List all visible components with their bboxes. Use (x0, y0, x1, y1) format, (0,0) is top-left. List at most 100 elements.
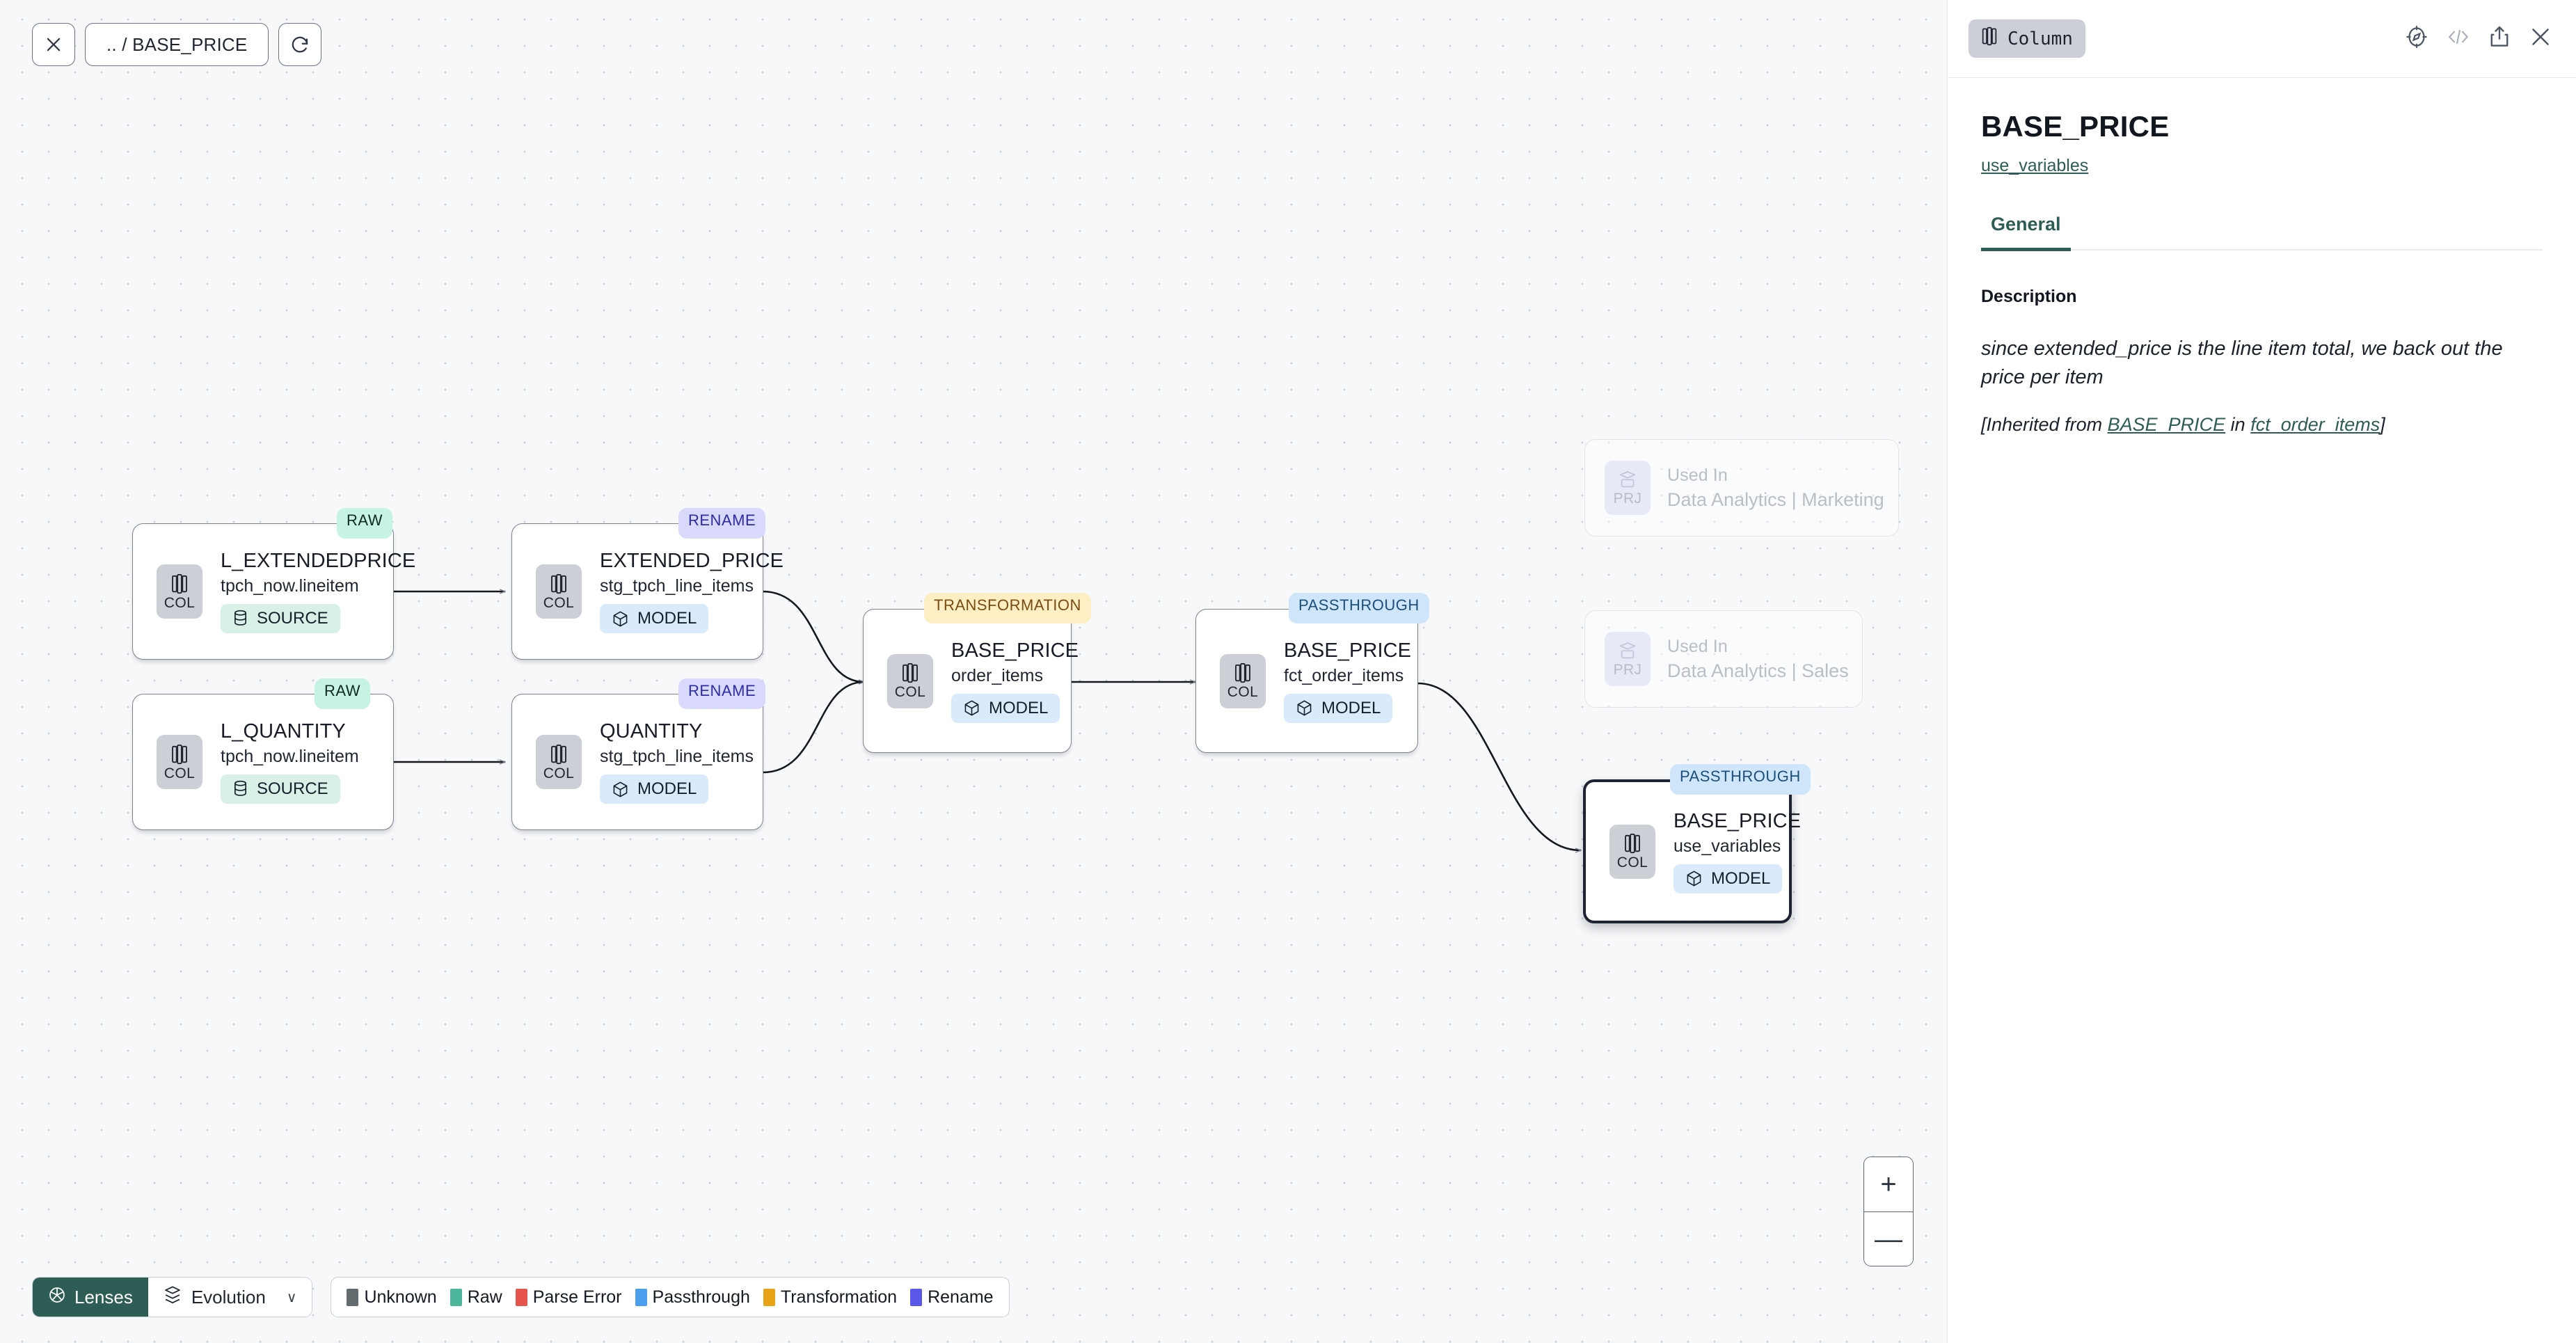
zoom-controls: + — (1863, 1157, 1914, 1266)
materialization-badge: MODEL (1284, 693, 1393, 723)
used-in-label: Used In (1667, 636, 1728, 656)
node-tag-rename-quantity: RENAME (678, 678, 766, 709)
tab-general[interactable]: General (1981, 214, 2071, 251)
project-chip-label: PRJ (1613, 661, 1642, 678)
legend-swatch (515, 1288, 527, 1306)
column-chip-label: COL (543, 594, 575, 611)
entity-kind-badge: Column (1969, 19, 2085, 58)
entity-kind-label: Column (2007, 28, 2073, 49)
node-tag-rename-extended-price: RENAME (678, 508, 766, 539)
materialization-badge: MODEL (951, 693, 1060, 723)
node-subtitle: tpch_now.lineitem (221, 747, 359, 766)
compass-icon[interactable] (2405, 25, 2428, 52)
legend-label: Raw (467, 1287, 502, 1307)
materialization-label: MODEL (1321, 698, 1381, 717)
lineage-node-base-price-fct-order-items[interactable]: COL BASE_PRICE fct_order_items MODEL (1195, 609, 1418, 753)
lenses-button[interactable]: Lenses (33, 1278, 148, 1317)
close-button[interactable] (32, 23, 75, 66)
description-label: Description (1981, 286, 2077, 306)
column-chip: COL (887, 653, 933, 708)
chevron-down-icon: ∨ (286, 1289, 297, 1305)
node-title: QUANTITY (600, 720, 703, 742)
node-subtitle: use_variables (1673, 836, 1781, 856)
details-panel-header: Column (1948, 0, 2576, 78)
inherited-column-link[interactable]: BASE_PRICE (2107, 413, 2226, 435)
legend-label: Unknown (364, 1287, 437, 1307)
lineage-legend: Unknown Raw Parse Error Passthrough Tran… (331, 1277, 1010, 1317)
node-subtitle: stg_tpch_line_items (600, 576, 754, 596)
lineage-node-l-extendedprice[interactable]: COL L_EXTENDEDPRICE tpch_now.lineitem SO… (132, 523, 415, 660)
legend-swatch (635, 1288, 647, 1306)
used-in-name: Data Analytics | Sales (1667, 660, 1849, 681)
node-tag-raw-l-quantity: RAW (315, 678, 371, 709)
layers-icon (164, 1285, 182, 1310)
lineage-canvas[interactable]: .. / BASE_PRICE (0, 0, 1947, 1343)
parent-model-link[interactable]: use_variables (1981, 156, 2089, 175)
column-chip-label: COL (1616, 855, 1648, 871)
aperture-icon (48, 1286, 66, 1309)
zoom-out-button[interactable]: — (1864, 1211, 1913, 1266)
legend-item-unknown: Unknown (347, 1287, 437, 1308)
materialization-label: MODEL (989, 698, 1049, 717)
refresh-button[interactable] (278, 23, 322, 66)
legend-swatch (910, 1288, 923, 1306)
node-title: L_QUANTITY (221, 720, 346, 742)
legend-item-passthrough: Passthrough (635, 1287, 750, 1308)
legend-item-parse-error: Parse Error (515, 1287, 622, 1308)
zoom-in-button[interactable]: + (1864, 1157, 1913, 1211)
materialization-label: MODEL (637, 779, 697, 798)
details-panel-body: BASE_PRICE use_variables General Descrip… (1948, 78, 2576, 436)
refresh-icon (289, 34, 310, 55)
used-in-node-sales[interactable]: PRJ Used In Data Analytics | Sales (1584, 610, 1863, 708)
inherited-middle: in (2225, 413, 2251, 435)
node-title: L_EXTENDEDPRICE (221, 550, 416, 572)
node-tag-raw-l-extendedprice: RAW (337, 508, 393, 539)
legend-swatch (347, 1288, 359, 1306)
node-title: BASE_PRICE (951, 639, 1079, 662)
lenses-label: Lenses (74, 1286, 133, 1308)
node-tag-transformation-order-items: TRANSFORMATION (924, 593, 1091, 623)
legend-label: Passthrough (652, 1287, 750, 1307)
node-subtitle: stg_tpch_line_items (600, 747, 754, 766)
panel-header-actions (2405, 25, 2552, 52)
legend-item-rename: Rename (910, 1287, 994, 1308)
materialization-label: SOURCE (257, 779, 328, 798)
canvas-bottom-bar: Lenses Evolution ∨ (32, 1277, 1010, 1317)
column-icon (1981, 26, 1998, 51)
lineage-node-quantity[interactable]: COL QUANTITY stg_tpch_line_items MODEL (511, 694, 763, 830)
materialization-badge: MODEL (600, 604, 709, 633)
used-in-name: Data Analytics | Marketing (1667, 488, 1884, 510)
share-icon[interactable] (2488, 25, 2511, 52)
column-chip: COL (1220, 653, 1266, 708)
materialization-label: MODEL (1711, 868, 1771, 888)
column-chip-label: COL (164, 594, 196, 611)
column-chip: COL (536, 564, 582, 619)
legend-swatch (763, 1288, 775, 1306)
page-title: BASE_PRICE (1981, 110, 2170, 143)
column-chip-label: COL (543, 765, 575, 781)
breadcrumb[interactable]: .. / BASE_PRICE (85, 23, 269, 66)
lineage-node-l-quantity[interactable]: COL L_QUANTITY tpch_now.lineitem SOURCE (132, 694, 394, 830)
lineage-node-base-price-order-items[interactable]: COL BASE_PRICE order_items MODEL (863, 609, 1079, 753)
column-chip: COL (1609, 824, 1655, 879)
materialization-badge: MODEL (600, 774, 709, 804)
lineage-node-base-price-use-variables[interactable]: COL BASE_PRICE use_variables MODEL (1583, 779, 1801, 923)
description-text: since extended_price is the line item to… (1981, 337, 2503, 388)
node-title: EXTENDED_PRICE (600, 550, 784, 572)
details-tabs: General (1981, 214, 2543, 251)
column-chip: COL (536, 735, 582, 789)
legend-swatch (450, 1288, 462, 1306)
node-title: BASE_PRICE (1284, 639, 1412, 662)
used-in-node-marketing[interactable]: PRJ Used In Data Analytics | Marketing (1584, 439, 1899, 537)
materialization-label: SOURCE (257, 609, 328, 628)
node-tag-passthrough-fct-order-items: PASSTHROUGH (1289, 593, 1429, 623)
evolution-label: Evolution (191, 1286, 266, 1308)
legend-label: Rename (928, 1287, 994, 1307)
inherited-model-link[interactable]: fct_order_items (2250, 413, 2380, 435)
close-icon[interactable] (2529, 25, 2552, 52)
code-icon[interactable] (2447, 26, 2470, 51)
inherited-prefix: [Inherited from (1981, 413, 2108, 435)
evolution-dropdown[interactable]: Evolution ∨ (148, 1278, 312, 1317)
node-subtitle: order_items (951, 665, 1043, 685)
lineage-node-extended-price[interactable]: COL EXTENDED_PRICE stg_tpch_line_items M… (511, 523, 784, 660)
